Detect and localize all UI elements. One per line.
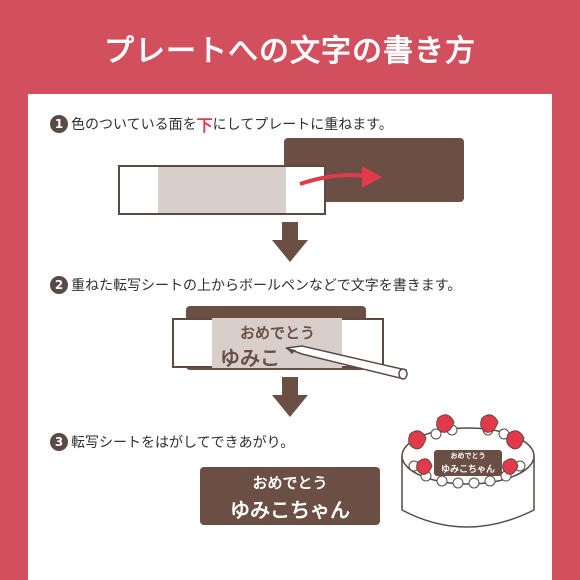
finished-plate-line1: おめでとう [252, 474, 328, 492]
cake-illustration [401, 414, 535, 528]
sheet-printed-area-step1 [158, 167, 286, 213]
down-arrow-icon [272, 222, 308, 262]
move-arrow-icon [299, 166, 382, 188]
pen-icon [285, 345, 408, 380]
step-3-number: 3 [50, 433, 68, 451]
finished-plate-line2: ゆみこちゃん [230, 498, 350, 522]
finished-plate [200, 467, 380, 525]
step-2-text: 重ねた転写シートの上からボールペンなどで文字を書きます。 [71, 278, 462, 294]
sheet-text-line2: ゆみこ [220, 346, 280, 370]
step-2-number: 2 [50, 276, 68, 294]
step-1-text-pre: 色のついている面を [71, 117, 197, 133]
step-1-accent: 下 [196, 116, 213, 135]
sheet-text-line1: おめでとう [240, 324, 316, 342]
step-3: 3 転写シートをはがしてできあがり。 [50, 432, 294, 452]
step-1-text-post: にしてプレートに重ねます。 [212, 117, 393, 133]
sheet-printed-area-step2 [212, 318, 342, 368]
down-arrow-icon-2 [272, 377, 308, 417]
cake-plate-line2: ゆみこちゃん [440, 465, 495, 475]
cake-plate-line1: おめでとう [450, 452, 486, 460]
page-title: プレートへの文字の書き方 [104, 34, 476, 69]
step-2: 2 重ねた転写シートの上からボールペンなどで文字を書きます。 [50, 275, 461, 295]
step-3-text: 転写シートをはがしてできあがり。 [71, 435, 295, 451]
step-1: 1 色のついている面を 下 にしてプレートに重ねます。 [50, 112, 393, 136]
step-1-number: 1 [50, 115, 68, 133]
